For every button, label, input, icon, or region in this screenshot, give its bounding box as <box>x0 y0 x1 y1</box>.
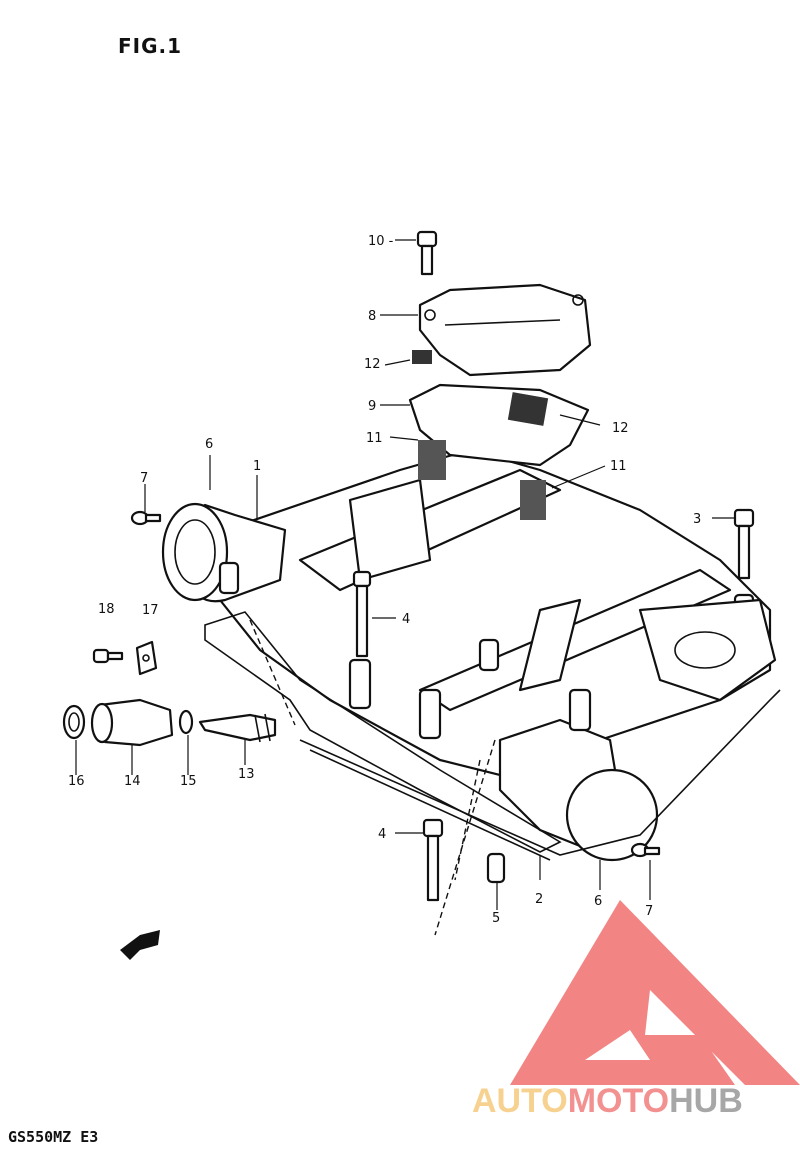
bolt-4-lower <box>422 818 444 902</box>
callout-4-lower: 4 <box>378 827 386 842</box>
assembly-guide-lines <box>249 619 496 936</box>
housing-14 <box>90 698 174 747</box>
screw-7-left <box>130 510 162 526</box>
watermark-hub: HUB <box>669 1082 743 1120</box>
bolt-4-upper <box>352 570 372 658</box>
callout-1: 1 <box>253 459 261 474</box>
tachometer-gear-13 <box>198 713 277 743</box>
callout-7-right: 7 <box>645 904 653 919</box>
bolt-18 <box>92 648 124 664</box>
watermark-word: AUTOMOTOHUB <box>472 1082 743 1120</box>
callout-3: 3 <box>693 512 701 527</box>
breather-gasket <box>408 383 590 467</box>
callout-6-left: 6 <box>205 437 213 452</box>
seal-pads <box>412 350 546 520</box>
callout-6-right: 6 <box>594 894 602 909</box>
plate-17 <box>135 640 158 676</box>
watermark-triangle-mark <box>510 900 800 1085</box>
watermark-auto: AUTO <box>472 1082 568 1120</box>
callout-labels: 10 - 8 12 9 12 11 11 6 1 7 3 4 18 17 16 … <box>68 234 701 926</box>
callout-10: 10 - <box>368 234 394 249</box>
o-ring-15 <box>178 709 194 735</box>
leader-lines <box>75 239 735 910</box>
callout-2: 2 <box>535 892 543 907</box>
dowel-pin <box>486 852 506 884</box>
callout-11-left: 11 <box>366 431 383 446</box>
oil-seal-16 <box>62 704 86 740</box>
callout-8: 8 <box>368 309 376 324</box>
callout-18: 18 <box>98 602 115 617</box>
callout-14: 14 <box>124 774 141 789</box>
screw-7-right <box>630 842 661 858</box>
watermark-moto: MOTO <box>568 1082 669 1120</box>
front-direction-arrow <box>120 930 160 960</box>
breather-cover <box>418 283 592 377</box>
figure-title: FIG.1 <box>118 34 183 58</box>
callout-15: 15 <box>180 774 197 789</box>
callout-5: 5 <box>492 911 500 926</box>
head-cover-gasket <box>204 611 781 861</box>
callout-16: 16 <box>68 774 85 789</box>
bolt-10 <box>416 230 438 276</box>
watermark-logo: AUTOMOTOHUB <box>472 900 800 1120</box>
callout-9: 9 <box>368 399 376 414</box>
model-code: GS550MZ E3 <box>8 1128 99 1146</box>
callout-12-lower: 12 <box>612 421 629 436</box>
callout-17: 17 <box>142 603 159 618</box>
callout-13: 13 <box>238 767 255 782</box>
callout-4-upper: 4 <box>402 612 410 627</box>
bolt-3 <box>733 508 755 580</box>
callout-12-upper: 12 <box>364 357 381 372</box>
callout-11-right: 11 <box>610 459 627 474</box>
callout-7-left: 7 <box>140 471 148 486</box>
cylinder-head-cover <box>161 448 777 862</box>
